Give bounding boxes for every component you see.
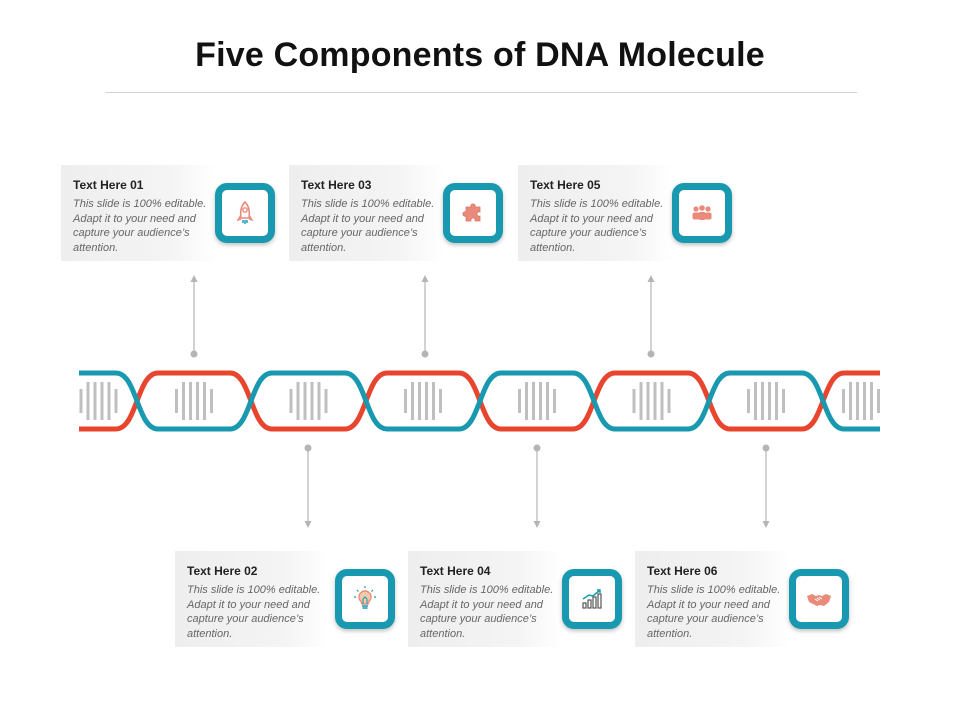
- team-people-icon: [692, 205, 712, 220]
- handshake-icon: [807, 594, 831, 606]
- connector-dot: [762, 444, 770, 452]
- text-card-05: Text Here 05 This slide is 100% editable…: [518, 165, 673, 261]
- connector-dot: [647, 350, 655, 358]
- connector-arrowhead: [190, 275, 198, 282]
- text-card-03: Text Here 03 This slide is 100% editable…: [289, 165, 444, 261]
- card-body: This slide is 100% editable. Adapt it to…: [647, 584, 781, 640]
- team-icon-box: [672, 183, 732, 243]
- lightbulb-icon: [354, 586, 376, 609]
- connector-arrowhead: [762, 521, 770, 528]
- card-title: Text Here 04: [420, 564, 491, 578]
- title-divider: [105, 92, 857, 93]
- card-body: This slide is 100% editable. Adapt it to…: [187, 584, 321, 640]
- card-title: Text Here 02: [187, 564, 258, 578]
- text-card-04: Text Here 04 This slide is 100% editable…: [408, 551, 563, 647]
- dna-strand-teal: [79, 370, 880, 432]
- rocket-icon: [236, 200, 254, 224]
- card-body: This slide is 100% editable. Adapt it to…: [73, 198, 207, 254]
- connector-dot: [190, 350, 198, 358]
- connector-dot: [421, 350, 429, 358]
- connector-dot: [533, 444, 541, 452]
- connector-arrowhead: [647, 275, 655, 282]
- card-title: Text Here 03: [301, 178, 372, 192]
- card-body: This slide is 100% editable. Adapt it to…: [420, 584, 554, 640]
- puzzle-icon: [462, 203, 481, 222]
- card-body: This slide is 100% editable. Adapt it to…: [530, 198, 664, 254]
- page-title: Five Components of DNA Molecule: [195, 36, 765, 74]
- text-card-01: Text Here 01 This slide is 100% editable…: [61, 165, 216, 261]
- rocket-icon-box: [215, 183, 275, 243]
- text-card-02: Text Here 02 This slide is 100% editable…: [175, 551, 330, 647]
- connector-arrowhead: [304, 521, 312, 528]
- card-title: Text Here 05: [530, 178, 601, 192]
- bar-chart-growth-icon: [582, 589, 602, 609]
- connector-arrowhead: [533, 521, 541, 528]
- chart-icon-box: [562, 569, 622, 629]
- card-body: This slide is 100% editable. Adapt it to…: [301, 198, 435, 254]
- card-title: Text Here 06: [647, 564, 718, 578]
- card-title: Text Here 01: [73, 178, 144, 192]
- puzzle-icon-box: [443, 183, 503, 243]
- text-card-06: Text Here 06 This slide is 100% editable…: [635, 551, 790, 647]
- lightbulb-icon-box: [335, 569, 395, 629]
- connector-dot: [304, 444, 312, 452]
- connector-arrowhead: [421, 275, 429, 282]
- handshake-icon-box: [789, 569, 849, 629]
